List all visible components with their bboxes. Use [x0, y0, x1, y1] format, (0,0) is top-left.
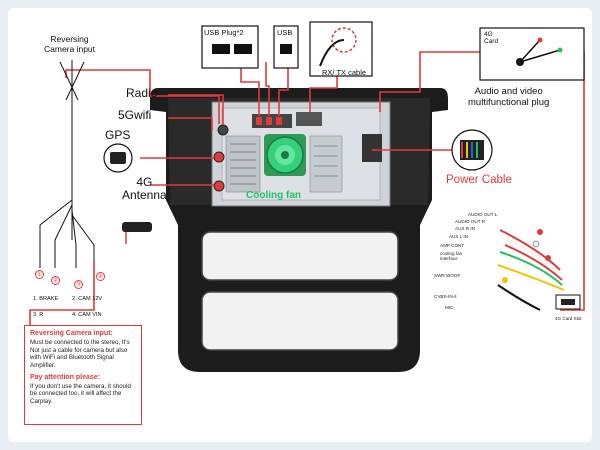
usb-icon [273, 25, 299, 69]
head-unit [211, 101, 391, 207]
harness-label-mic: MIC [445, 305, 454, 310]
note-body: Must be connected to the stereo, It's No… [30, 338, 130, 369]
antenna-4g-icon [122, 222, 152, 244]
usb-plug-icon [201, 25, 259, 69]
reversing-camera-input-label: Reversing Camera input [44, 34, 96, 54]
audio-video-plug-icon [479, 27, 585, 81]
camera-number-4: ④ [96, 272, 105, 281]
card-slot-4g-label: 4G Card Slot [555, 316, 582, 321]
camera-number-3: ③ [74, 280, 83, 289]
harness-label-amp-cont: AMP CONT [440, 243, 465, 248]
usb-plug-label: USB Plug*2 [204, 28, 244, 37]
gps-icon [103, 143, 133, 173]
gps-label: GPS [105, 128, 131, 142]
audio-harness [497, 229, 581, 311]
cooling-fan-icon [264, 134, 306, 176]
rx-tx-cable-label: RX/ TX cable [322, 68, 367, 77]
harness-label-cooling-fan-interface: cooling fan interface [440, 251, 463, 262]
radio-label: Radio [126, 86, 158, 100]
note-title: Reversing Camera input: [30, 330, 113, 337]
usb-label: USB [277, 28, 293, 37]
camera-legend-4: 4. CAM VIN [72, 312, 102, 318]
rx-tx-cable-icon [309, 21, 373, 77]
harness-label-swr-woof: SWR WOOF [434, 273, 461, 278]
camera-legend-2: 2. CAM 12V [72, 296, 103, 302]
harness-label-audio-out-r: AUDIO OUT R [455, 219, 486, 224]
note-attention-title: Pay attention please: [30, 373, 101, 381]
harness-label-aux-r-in: AUX R IN [455, 226, 475, 231]
card-4g-label: 4G Card [484, 31, 499, 46]
harness-label-aux-l-in: AUX L IN [449, 234, 468, 239]
camera-wires [39, 60, 95, 268]
harness-label-cvbs-in: CVBS-IN-4 [434, 294, 457, 299]
power-cable-label: Power Cable [446, 174, 512, 186]
camera-number-2: ② [51, 276, 60, 285]
note-attention-body: If you don't use the camera, it should b… [30, 382, 131, 406]
camera-number-1: ① [35, 270, 44, 279]
audio-video-plug-label: Audio and video multifunctional plug [468, 86, 550, 109]
harness-label-audio-out-l: AUDIO OUT L [468, 212, 498, 217]
camera-legend-1: 1. BRAKE [33, 296, 59, 302]
camera-note-box: Reversing Camera input: Must be connecte… [24, 325, 142, 425]
wifi-label: 5Gwifi [118, 108, 152, 122]
antenna-4g-label: 4G Antenna [122, 175, 167, 203]
camera-legend-3: 3. R [33, 312, 44, 318]
power-cable-icon [451, 129, 493, 171]
cooling-fan-label: Cooling fan [246, 190, 301, 201]
